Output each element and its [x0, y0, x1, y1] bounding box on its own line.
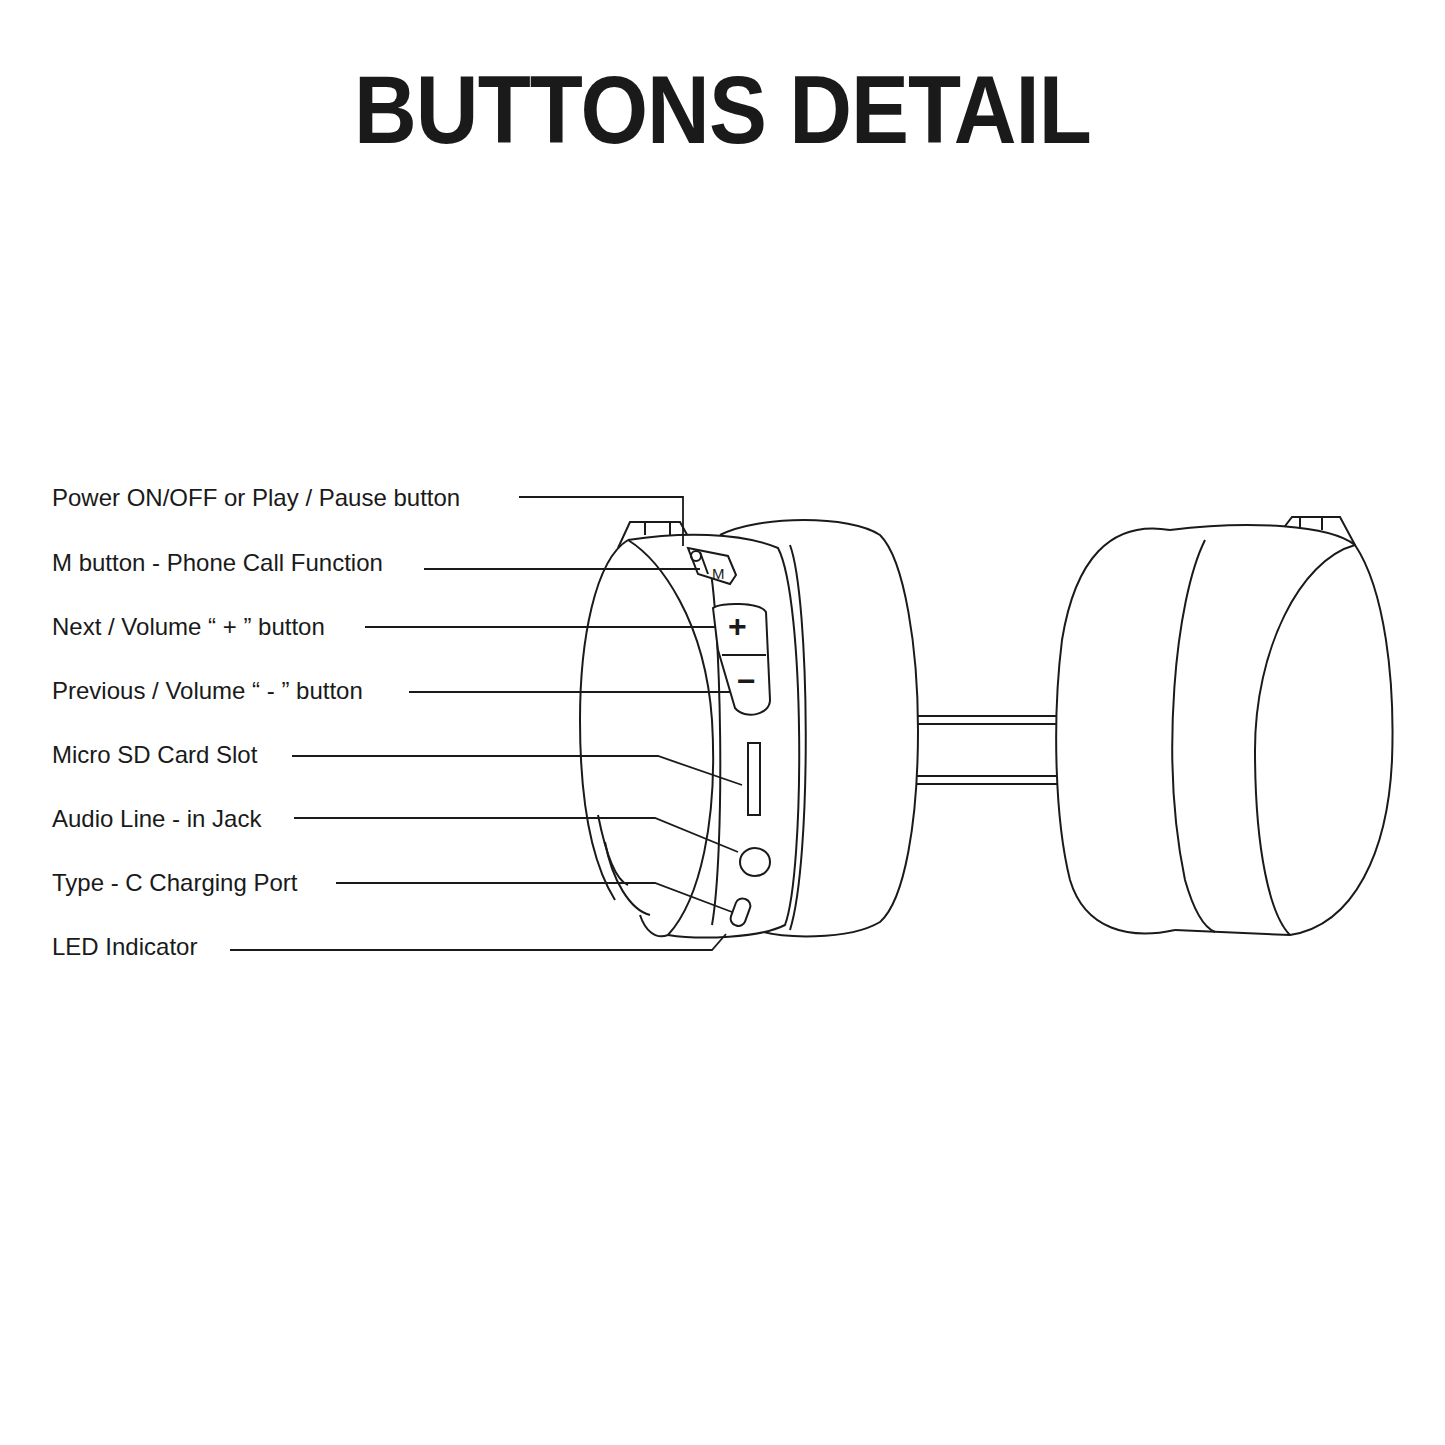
hinge [645, 522, 670, 535]
button-symbol: − [737, 665, 756, 697]
callout-label: Audio Line - in Jack [52, 807, 261, 831]
callout-label: Previous / Volume “ - ” button [52, 679, 363, 703]
headband [910, 716, 1062, 784]
callout-label: M button - Phone Call Function [52, 551, 383, 575]
earcup-shell [598, 815, 628, 885]
title: BUTTONS DETAIL [354, 62, 1091, 158]
earcup-housing [1170, 525, 1393, 935]
earcup-shell [605, 842, 650, 915]
audio-jack [740, 848, 770, 876]
button-symbol: + [728, 610, 747, 642]
callout-label: Micro SD Card Slot [52, 743, 257, 767]
usb-c-port [729, 896, 753, 927]
button-symbol: M [712, 566, 725, 581]
callout-label: Type - C Charging Port [52, 871, 297, 895]
callout-label: Power ON/OFF or Play / Pause button [52, 486, 460, 510]
earcup-shell [628, 540, 713, 936]
earcup-housing [1172, 540, 1215, 932]
earcup-housing [628, 535, 799, 938]
volume-rocker [722, 654, 766, 656]
sd-slot [748, 743, 760, 815]
earcup-shell [580, 540, 628, 900]
callout-label: LED Indicator [52, 935, 197, 959]
power-m-button [688, 548, 736, 584]
power-icon [691, 551, 701, 561]
callout-label: Next / Volume “ + ” button [52, 615, 325, 639]
ear-cushion [1056, 528, 1175, 933]
earcup-shell [1255, 545, 1355, 935]
volume-rocker [713, 604, 770, 715]
